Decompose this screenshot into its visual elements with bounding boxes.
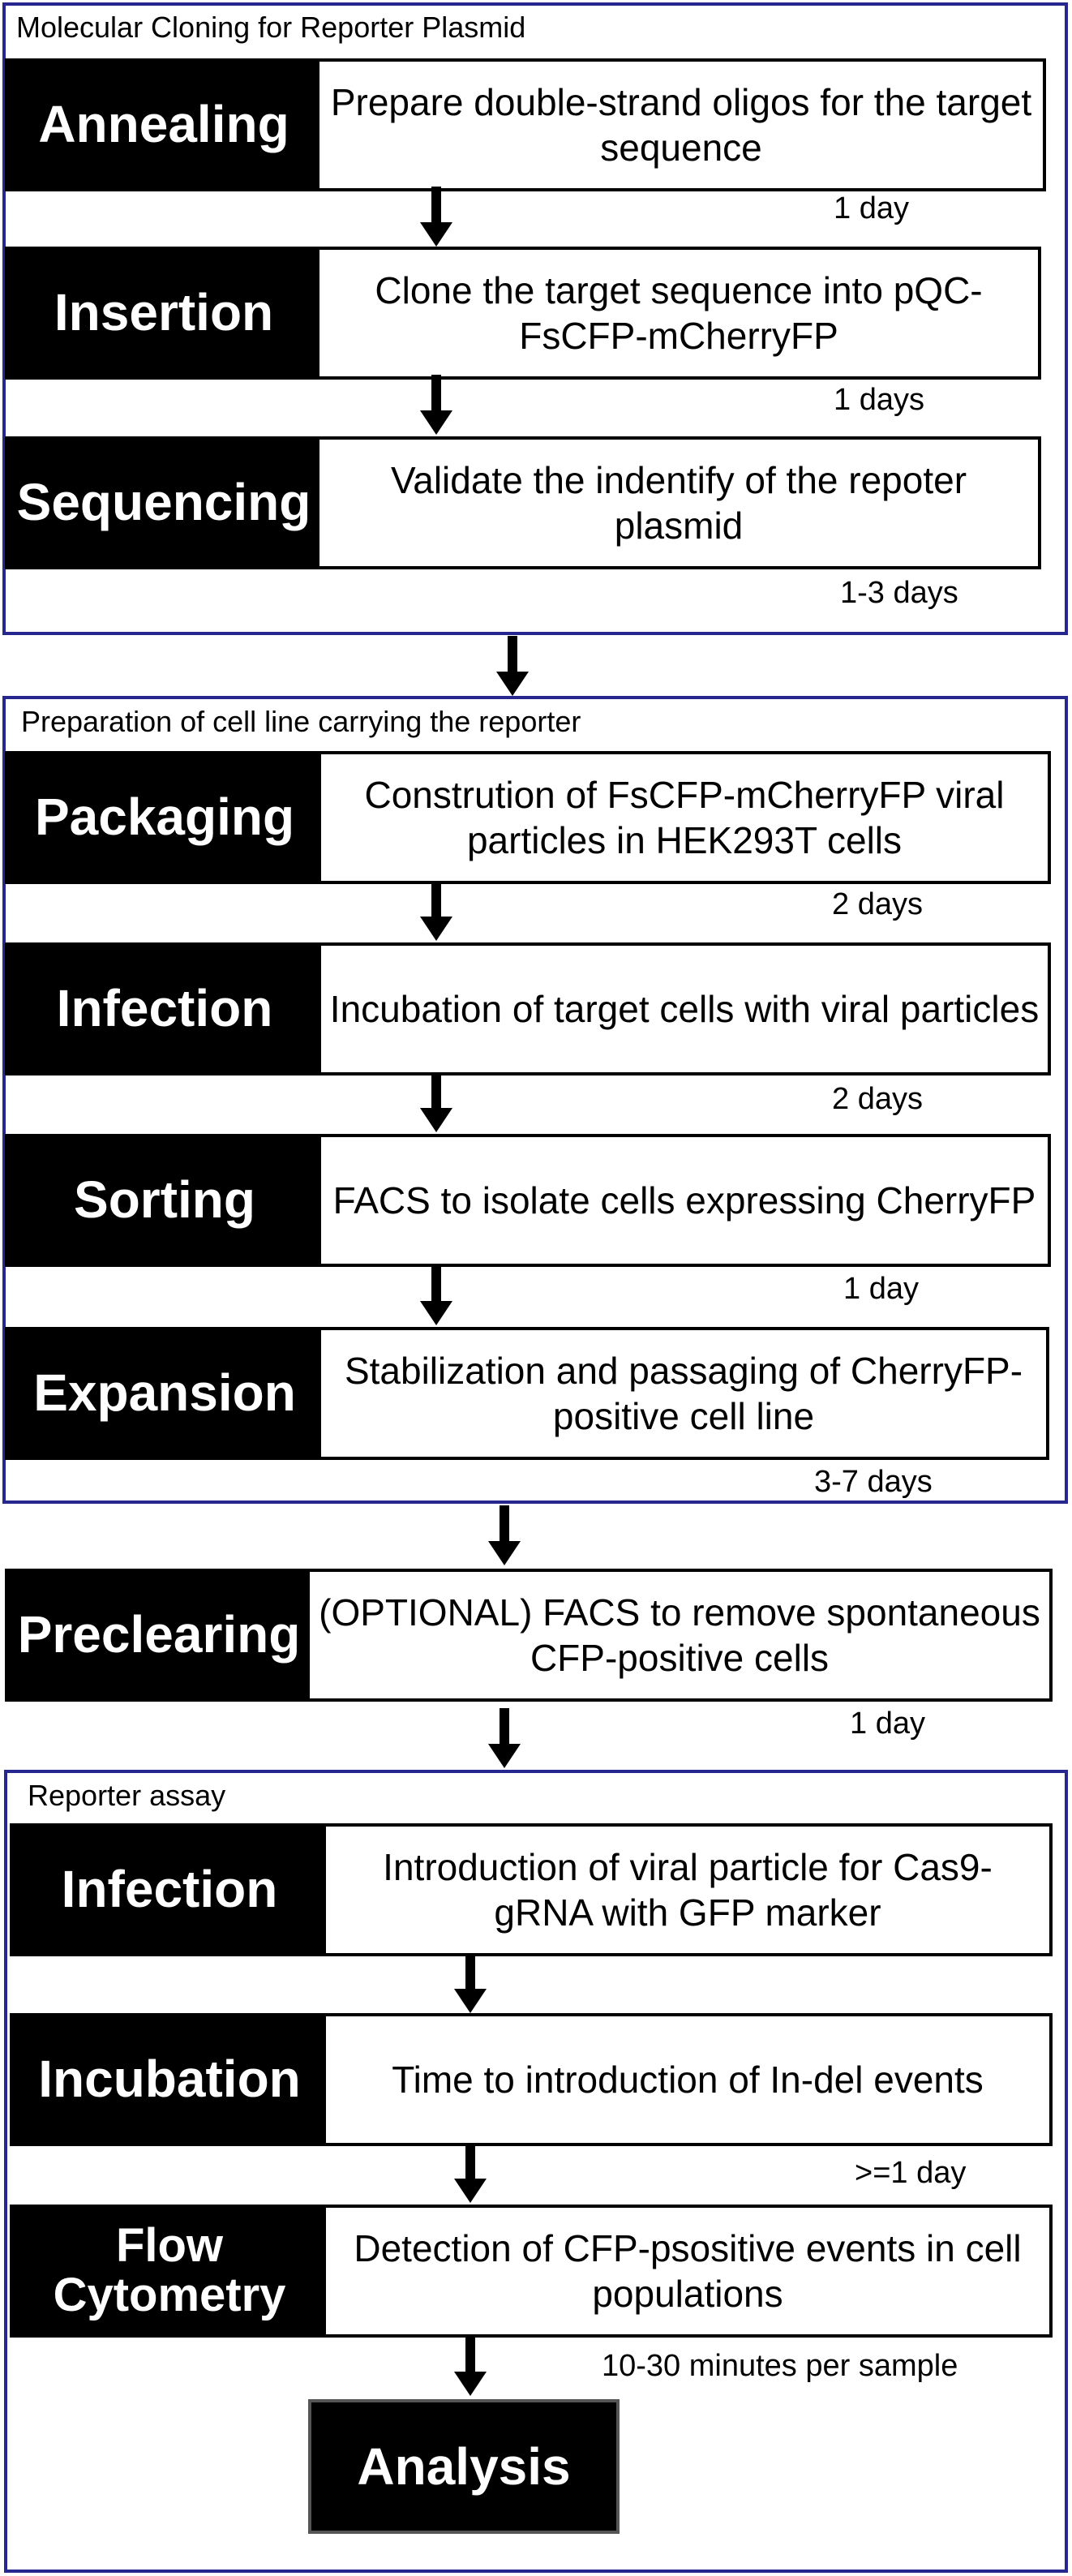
step-flow-cytometry: Flow Cytometry Detection of CFP-psositiv… xyxy=(10,2205,1053,2338)
arrow-down-icon xyxy=(420,187,452,247)
step-sequencing: Sequencing Validate the indentify of the… xyxy=(5,436,1041,569)
section-molecular-cloning xyxy=(2,2,1068,635)
step-label: Expansion xyxy=(8,1330,321,1457)
section-cell-line-preparation xyxy=(2,696,1068,1504)
step-description: Clone the target sequence into pQC-FsCFP… xyxy=(375,269,983,357)
arrow-down-icon xyxy=(420,1072,452,1132)
step-description: FACS to isolate cells expressing CherryF… xyxy=(332,1179,1036,1221)
arrow-down-icon xyxy=(454,2336,487,2396)
step-label: Infection xyxy=(8,946,321,1072)
step-label: Flow Cytometry xyxy=(13,2208,326,2334)
section-title: Preparation of cell line carrying the re… xyxy=(21,705,581,738)
step-expansion: Expansion Stabilization and passaging of… xyxy=(5,1327,1049,1460)
step-label: Preclearing xyxy=(8,1572,310,1698)
step-description: Time to introduction of In-del events xyxy=(392,2059,984,2101)
step-duration: >=1 day xyxy=(855,2156,967,2190)
section-reporter-assay xyxy=(4,1770,1068,2573)
step-description: (OPTIONAL) FACS to remove spontaneous CF… xyxy=(319,1591,1040,1679)
step-annealing: Annealing Prepare double-strand oligos f… xyxy=(5,58,1046,191)
section-title: Reporter assay xyxy=(28,1779,226,1812)
step-label: Packaging xyxy=(8,754,321,881)
step-description: Constrution of FsCFP-mCherryFP viral par… xyxy=(364,774,1005,861)
arrow-down-icon xyxy=(454,2143,487,2203)
step-label: Sequencing xyxy=(8,440,319,566)
step-infection-assay: Infection Introduction of viral particle… xyxy=(10,1823,1053,1956)
step-duration: 3-7 days xyxy=(814,1465,933,1499)
step-description: Detection of CFP-psositive events in cel… xyxy=(354,2227,1022,2315)
step-preclearing: Preclearing (OPTIONAL) FACS to remove sp… xyxy=(5,1569,1053,1702)
step-description: Stabilization and passaging of CherryFP-… xyxy=(344,1350,1023,1437)
step-insertion: Insertion Clone the target sequence into… xyxy=(5,247,1041,380)
arrow-down-icon xyxy=(420,375,452,435)
step-duration: 1 day xyxy=(850,1707,925,1741)
step-label: Incubation xyxy=(13,2016,326,2143)
step-packaging: Packaging Constrution of FsCFP-mCherryFP… xyxy=(5,751,1051,884)
arrow-down-icon xyxy=(496,636,529,696)
arrow-down-icon xyxy=(454,1953,487,2013)
step-duration: 2 days xyxy=(832,887,923,921)
step-duration: 1 day xyxy=(834,191,909,225)
step-label: Insertion xyxy=(8,250,319,376)
step-description: Validate the indentify of the repoter pl… xyxy=(390,459,967,547)
arrow-down-icon xyxy=(420,1265,452,1325)
step-description: Introduction of viral particle for Cas9-… xyxy=(383,1846,993,1934)
arrow-down-icon xyxy=(488,1708,521,1768)
step-analysis: Analysis xyxy=(308,2399,620,2534)
step-duration: 1-3 days xyxy=(840,576,958,610)
step-duration: 1 day xyxy=(843,1272,919,1306)
arrow-down-icon xyxy=(488,1505,521,1565)
step-label: Infection xyxy=(13,1827,326,1953)
step-incubation: Incubation Time to introduction of In-de… xyxy=(10,2013,1053,2146)
step-label: Sorting xyxy=(8,1137,321,1264)
section-title: Molecular Cloning for Reporter Plasmid xyxy=(16,11,526,44)
step-infection: Infection Incubation of target cells wit… xyxy=(5,942,1051,1075)
step-duration: 10-30 minutes per sample xyxy=(602,2349,958,2383)
arrow-down-icon xyxy=(420,881,452,941)
step-description: Incubation of target cells with viral pa… xyxy=(329,988,1040,1030)
step-sorting: Sorting FACS to isolate cells expressing… xyxy=(5,1134,1051,1267)
step-description: Prepare double-strand oligos for the tar… xyxy=(330,81,1032,169)
step-duration: 1 days xyxy=(834,383,924,417)
step-duration: 2 days xyxy=(832,1082,923,1116)
step-label: Annealing xyxy=(8,62,319,188)
